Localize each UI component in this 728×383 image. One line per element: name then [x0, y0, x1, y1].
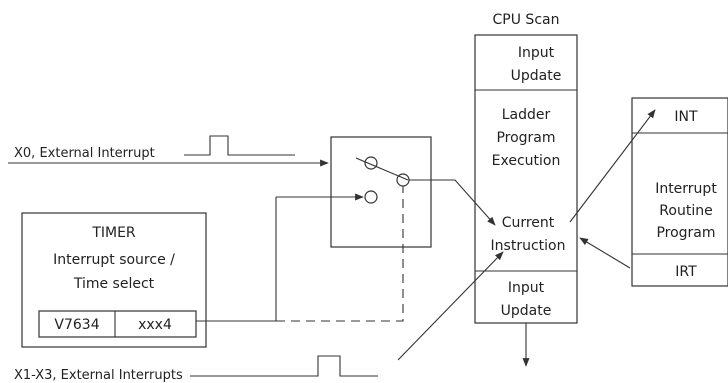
int-label: INT: [674, 109, 698, 125]
jump-to-int-arrow: [569, 109, 656, 223]
timer-desc-line2: Time select: [73, 276, 155, 292]
ladder-line2: Program: [496, 130, 555, 146]
input-update-top-line2: Update: [511, 68, 562, 84]
switch-to-cpu-arrow: [409, 179, 496, 226]
switch-arm: [355, 157, 409, 181]
cpu-scan-title: CPU Scan: [493, 12, 560, 28]
x1-x3-pulse: [190, 355, 378, 377]
current-instruction: Current Instruction: [491, 215, 566, 254]
x0-pulse: [184, 135, 295, 156]
irt-label: IRT: [675, 264, 697, 280]
ladder-line3: Execution: [492, 153, 561, 169]
selector-switch-box: [330, 136, 432, 248]
x1-x3-to-cpu-arrow: [397, 251, 504, 361]
input-update-top: Input Update: [511, 45, 562, 84]
timer-register: [38, 310, 197, 338]
input-update-top-line1: Input: [518, 45, 555, 61]
x1-x3-signal-label: X1-X3, External Interrupts: [14, 368, 183, 383]
current-line1: Current: [502, 215, 555, 231]
interrupt-routine-block: [631, 97, 728, 287]
ladder-program-execution: Ladder Program Execution: [492, 107, 561, 169]
routine-line3: Program: [656, 225, 715, 241]
routine-line1: Interrupt: [655, 181, 717, 197]
x0-signal-label: X0, External Interrupt: [14, 146, 155, 161]
timer-desc-line1: Interrupt source /: [53, 252, 175, 268]
input-update-bottom: Input Update: [501, 280, 552, 319]
routine-line2: Routine: [659, 203, 712, 219]
timer-block: TIMER Interrupt source / Time select V76…: [21, 212, 207, 348]
switch-contact-timer: [364, 190, 378, 204]
timer-register-value: xxx4: [138, 317, 172, 333]
timer-title: TIMER: [91, 225, 136, 241]
interrupt-routine-frame: [631, 97, 728, 287]
timer-frame: [21, 212, 207, 348]
return-from-irt-arrow: [579, 237, 631, 269]
ladder-line1: Ladder: [502, 107, 551, 123]
input-update-bottom-line1: Input: [508, 280, 545, 296]
current-line2: Instruction: [491, 238, 566, 254]
input-update-bottom-line2: Update: [501, 303, 552, 319]
timer-register-address: V7634: [54, 317, 99, 333]
dashed-alternate-path: [276, 186, 404, 322]
interrupt-routine-text: Interrupt Routine Program: [655, 181, 717, 241]
